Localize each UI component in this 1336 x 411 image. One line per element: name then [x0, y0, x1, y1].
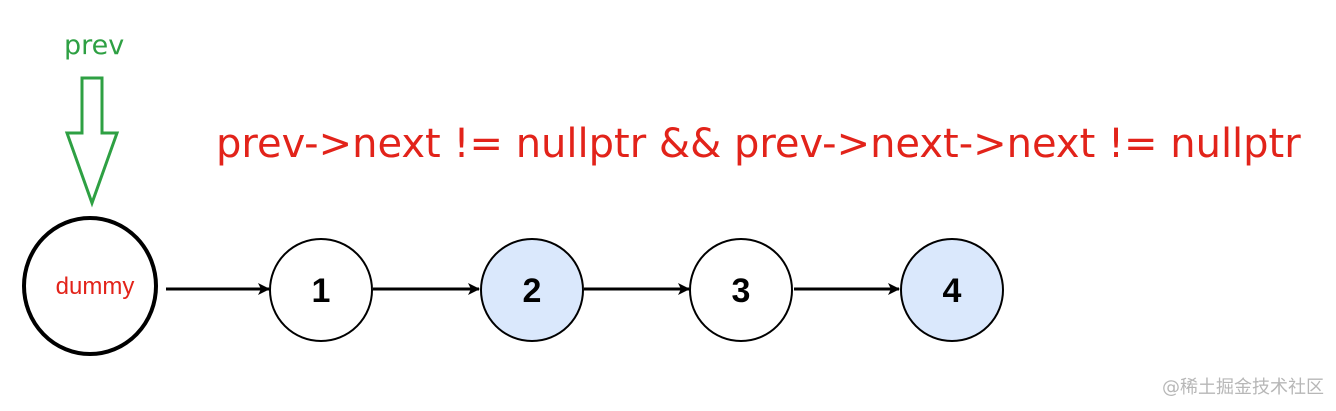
list-node-4: 4	[900, 238, 1004, 342]
list-node-2: 2	[480, 238, 584, 342]
list-node-3-circle	[689, 238, 793, 342]
prev-pointer-label: prev	[64, 30, 125, 61]
list-node-2-circle	[480, 238, 584, 342]
dummy-node: dummy	[22, 216, 158, 356]
dummy-node-label: dummy	[56, 273, 135, 300]
list-node-3-label: 3	[732, 272, 751, 310]
watermark: @稀土掘金技术社区	[1162, 377, 1324, 398]
list-node-2-label: 2	[523, 272, 542, 310]
list-node-1: 1	[269, 238, 373, 342]
loop-condition-text: prev->next != nullptr && prev->next->nex…	[216, 121, 1301, 167]
list-node-4-circle	[900, 238, 1004, 342]
dummy-node-circle	[22, 216, 158, 356]
list-node-1-label: 1	[312, 272, 331, 310]
list-node-4-label: 4	[943, 272, 962, 310]
prev-pointer-arrow	[64, 76, 120, 208]
list-node-1-circle	[269, 238, 373, 342]
list-node-3: 3	[689, 238, 793, 342]
